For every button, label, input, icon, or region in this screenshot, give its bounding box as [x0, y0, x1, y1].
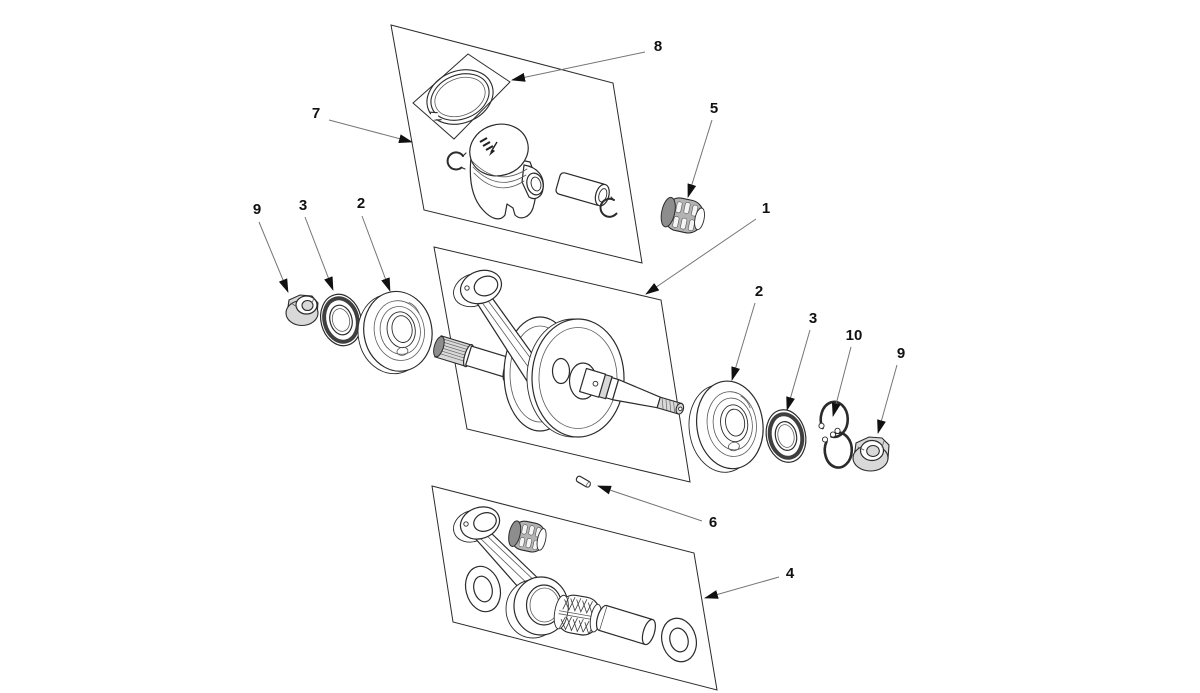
callout-2-left: 2: [357, 195, 391, 292]
callout-7-label[interactable]: 7: [312, 105, 320, 122]
snap-ring-right: [821, 427, 854, 469]
callout-9-right-label[interactable]: 9: [897, 345, 905, 362]
connecting-rod: [453, 269, 547, 382]
crankshaft-box: [433, 246, 691, 483]
oil-seal-right: [765, 409, 807, 463]
dowel-pin: [575, 475, 592, 488]
callout-10-label[interactable]: 10: [846, 327, 863, 344]
callout-7: 7: [312, 105, 413, 144]
callout-5-label[interactable]: 5: [710, 100, 718, 117]
piston: [469, 123, 544, 220]
callout-5: 5: [687, 100, 718, 198]
callout-3-left-leader: [304, 216, 334, 291]
piston-pin-clip-right: [599, 196, 618, 218]
callout-8: 8: [511, 38, 662, 82]
callout-6-leader: [597, 485, 703, 522]
kit-connecting-rod: [453, 506, 569, 639]
callout-3-right-leader: [786, 329, 811, 411]
kit-thrust-washer-left: [464, 565, 502, 613]
crankshaft-nut-left: [285, 294, 319, 327]
piston-kit-box: [390, 24, 643, 264]
callout-10: 10: [831, 327, 863, 417]
callout-6: 6: [597, 485, 717, 531]
callout-8-leader: [511, 51, 646, 82]
crankshaft-assembly: [433, 269, 685, 438]
conrod-kit: [453, 506, 697, 663]
conrod-kit-box: [431, 485, 718, 691]
callout-5-leader: [687, 119, 713, 198]
kit-crank-pin: [595, 604, 656, 646]
callout-9-left-label[interactable]: 9: [253, 201, 261, 218]
callout-3-left: 3: [299, 197, 334, 291]
callout-6-label[interactable]: 6: [709, 514, 717, 531]
callout-7-leader: [328, 119, 413, 144]
main-bearing-right: [688, 380, 764, 473]
kit-thrust-washer-right: [661, 617, 697, 663]
callout-1-label[interactable]: 1: [762, 200, 770, 217]
callout-1-leader: [645, 218, 757, 295]
callout-9-left-leader: [258, 221, 289, 293]
kit-needle-bearing-big: [553, 594, 602, 636]
callout-9-left: 9: [253, 201, 289, 293]
callout-2-right-leader: [731, 302, 756, 381]
callout-2-left-leader: [361, 215, 391, 292]
snap-ring-pair: [818, 400, 854, 469]
piston-crown-marking: [479, 137, 498, 156]
callout-9-right-leader: [877, 364, 898, 434]
crankshaft-nut-right: [852, 436, 890, 472]
callout-3-right-label[interactable]: 3: [809, 310, 817, 327]
kit-needle-bearing-small: [508, 520, 547, 553]
callout-2-left-label[interactable]: 2: [357, 195, 365, 212]
piston-pin-clip-left: [446, 151, 467, 171]
callout-2-right: 2: [731, 283, 763, 381]
callout-3-left-label[interactable]: 3: [299, 197, 307, 214]
callout-1: 1: [645, 200, 770, 295]
callout-8-label[interactable]: 8: [654, 38, 662, 55]
callout-9-right: 9: [877, 345, 905, 434]
callout-3-right: 3: [786, 310, 817, 411]
callout-4-leader: [704, 576, 780, 599]
piston-ring: [426, 69, 494, 125]
callout-4-label[interactable]: 4: [786, 565, 795, 582]
piston-ring-box: [412, 53, 511, 140]
snap-ring-left: [818, 400, 850, 439]
callout-2-right-label[interactable]: 2: [755, 283, 763, 300]
callout-4: 4: [704, 565, 795, 599]
callout-10-leader: [831, 346, 852, 417]
oil-seal-left: [320, 293, 362, 347]
main-bearing-left: [357, 290, 433, 375]
needle-bearing-small-end: [660, 196, 705, 234]
